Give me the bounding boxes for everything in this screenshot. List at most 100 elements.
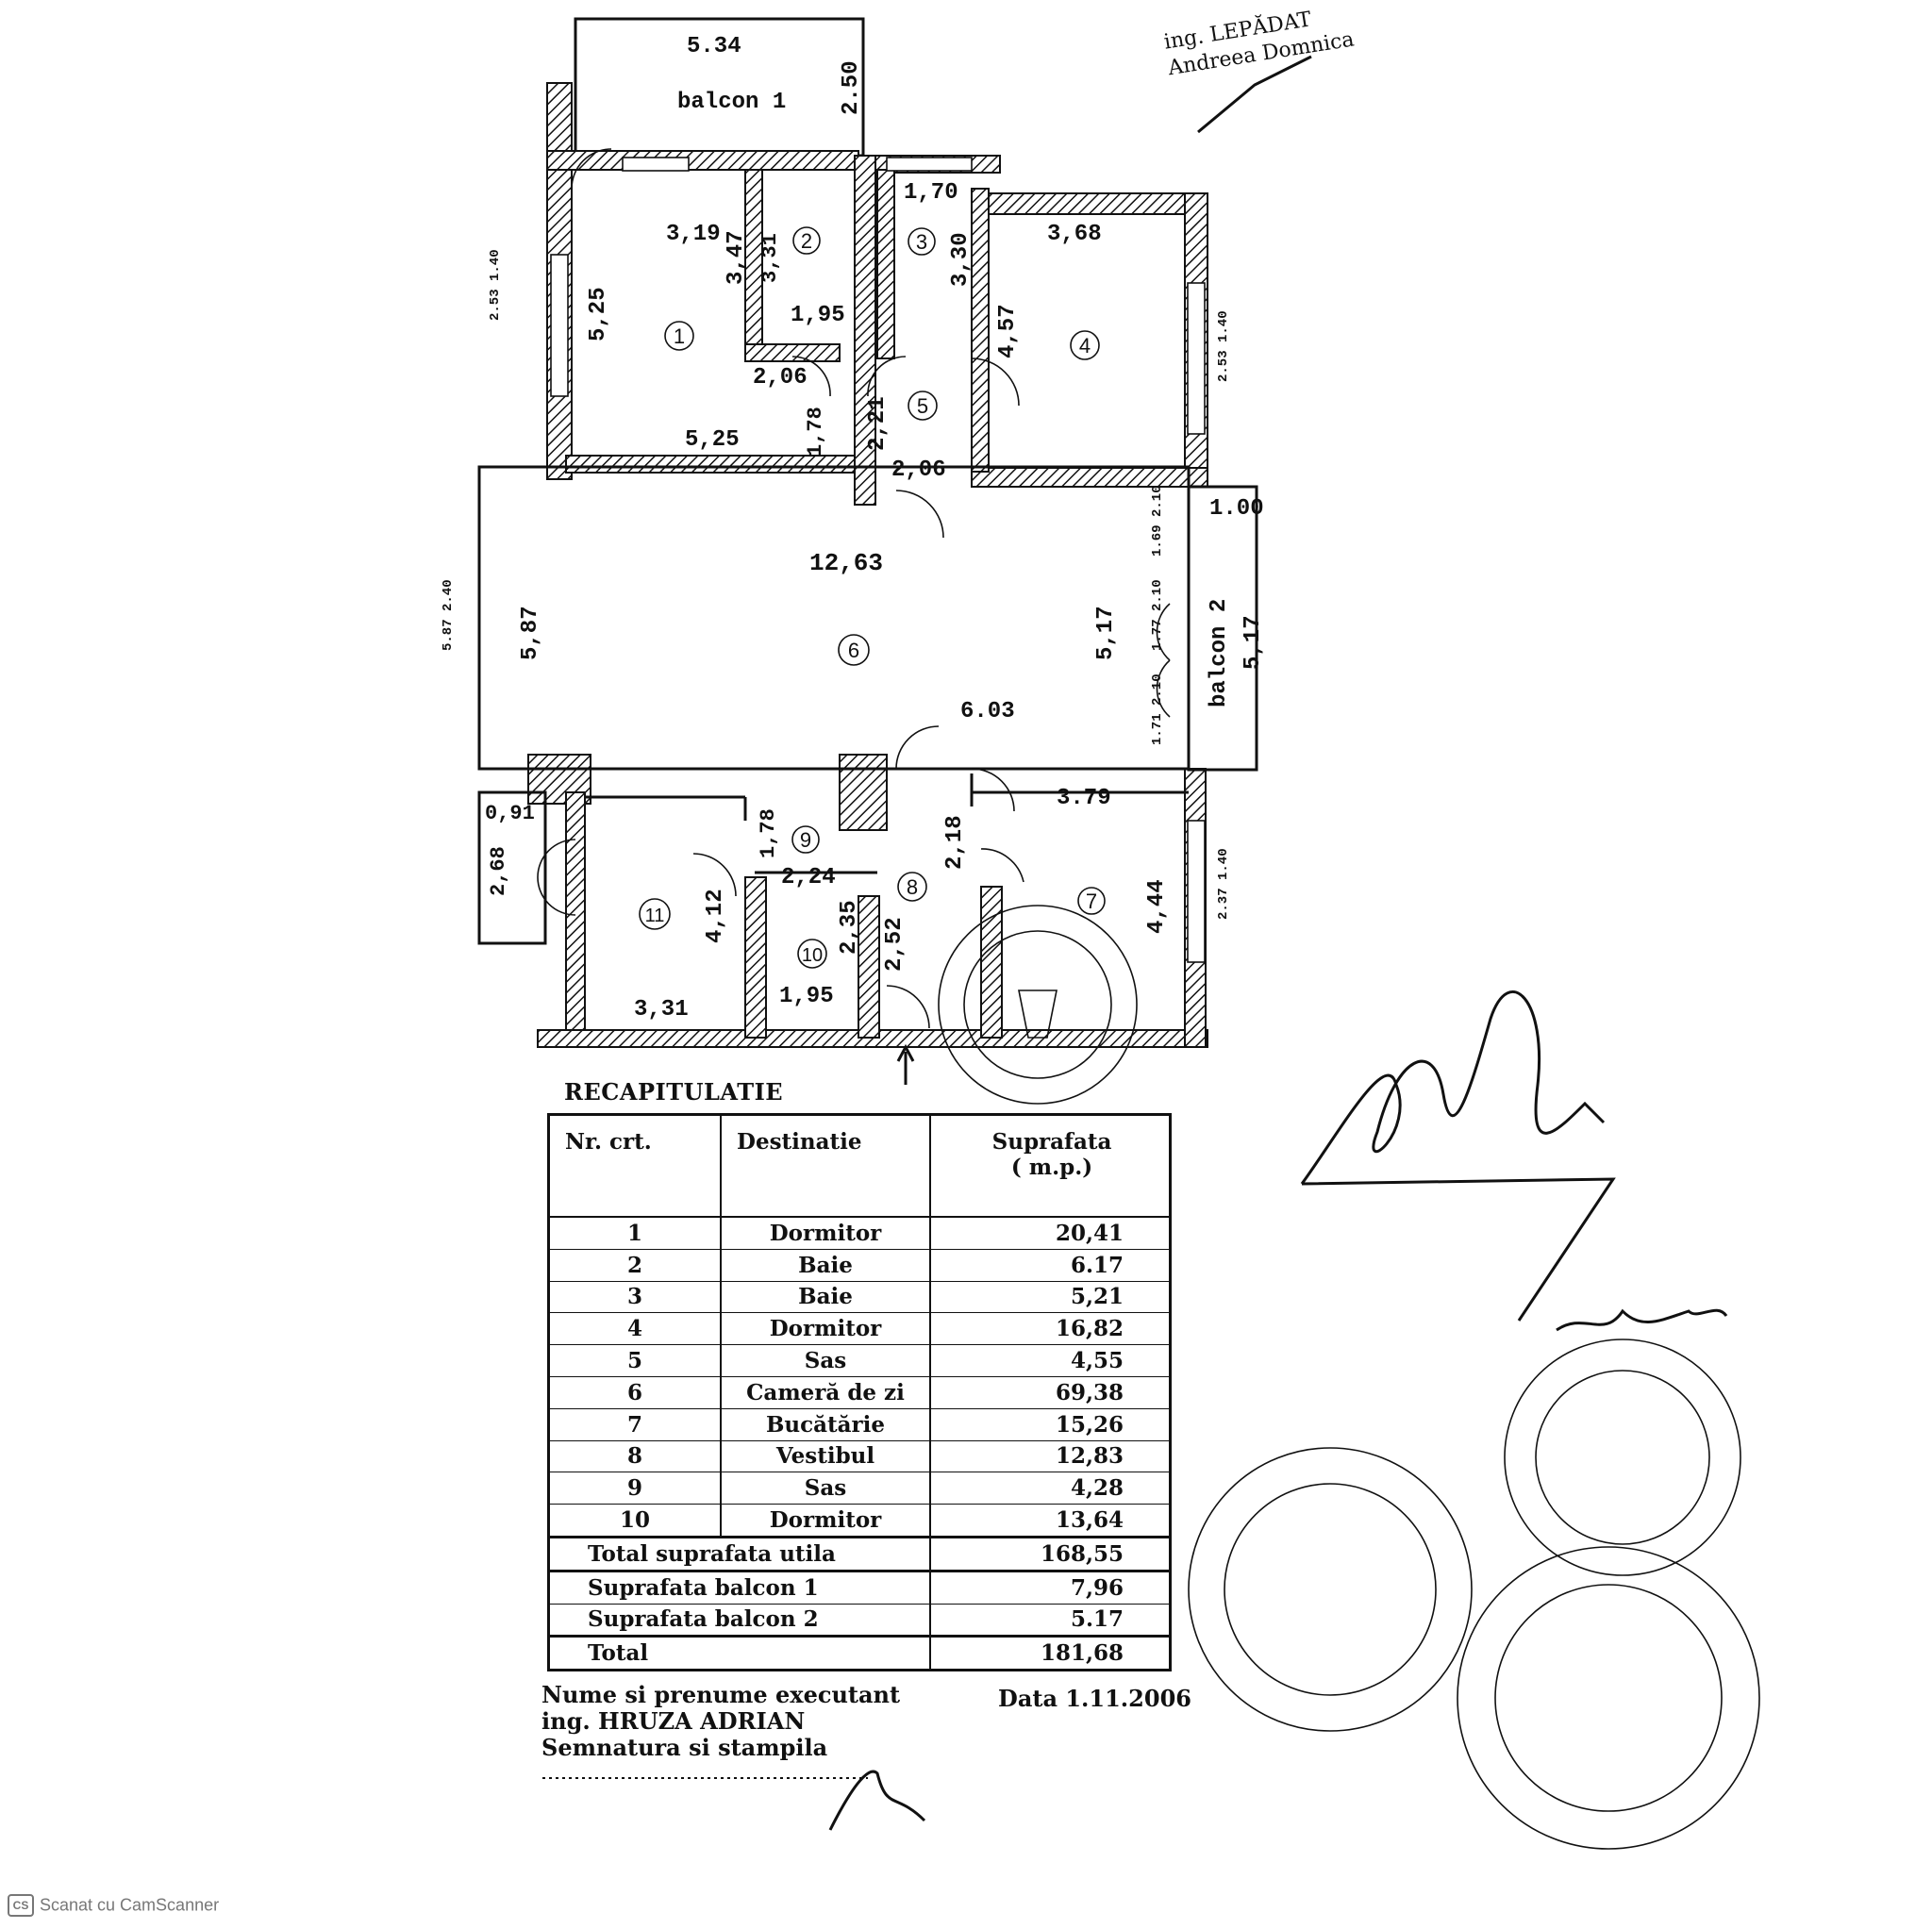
row-nr: 9 — [547, 1472, 722, 1505]
dim-room9-height: 1,78 — [757, 808, 780, 858]
dim-balcony2-length: 5,17 — [1241, 615, 1266, 670]
dim-room10-width: 1,95 — [779, 984, 834, 1009]
dim-balcony2-width: 1.00 — [1209, 496, 1264, 522]
company-stamp — [1504, 1339, 1741, 1576]
dim-room11-height: 4,12 — [703, 889, 728, 943]
authorization-stamp-2 — [1457, 1546, 1760, 1850]
row-area: 5,21 — [929, 1281, 1172, 1314]
row-area: 13,64 — [929, 1504, 1172, 1538]
camscanner-logo-icon: CS — [8, 1894, 34, 1917]
windows — [550, 157, 1206, 963]
dim-window-right-7: 2.37 1.40 — [1216, 848, 1231, 920]
dim-room1-width-bottom: 5,25 — [685, 427, 740, 453]
dim-room9-width: 2,24 — [781, 865, 836, 890]
room-number-6: 6 — [848, 639, 859, 662]
room-number-9: 9 — [800, 828, 811, 852]
cadastre-stamp — [938, 905, 1138, 1105]
total-label: Suprafata balcon 1 — [547, 1569, 931, 1605]
dim-room8-side: 2,52 — [882, 917, 908, 972]
executant-name: ing. HRUZA ADRIAN — [541, 1707, 806, 1735]
row-nr: 1 — [547, 1217, 722, 1250]
dim-left-entry-a: 0,91 — [485, 802, 535, 825]
dim-room1-inner: 3,47 — [724, 230, 749, 285]
total-area: 168,55 — [929, 1535, 1172, 1571]
dim-room11-width: 3,31 — [634, 997, 689, 1023]
row-area: 69,38 — [929, 1376, 1172, 1409]
entry-arrow-head — [896, 1043, 915, 1062]
total-label: Total suprafata utila — [547, 1535, 931, 1571]
dim-room6-height-left: 5,87 — [518, 606, 543, 660]
executant-label: Nume si prenume executant — [541, 1681, 901, 1708]
room-number-2: 2 — [801, 229, 812, 253]
total-area: 7,96 — [929, 1569, 1172, 1605]
dim-window-left-6: 5.87 2.40 — [441, 579, 456, 651]
row-dest: Sas — [720, 1344, 931, 1377]
row-area: 4,55 — [929, 1344, 1172, 1377]
row-area: 12,83 — [929, 1440, 1172, 1473]
recap-header-dest: Destinatie — [720, 1113, 931, 1218]
authorization-stamp-1 — [1188, 1447, 1473, 1732]
row-nr: 6 — [547, 1376, 722, 1409]
recap-header-nr: Nr. crt. — [547, 1113, 722, 1218]
row-area: 20,41 — [929, 1217, 1172, 1250]
room-number-11: 11 — [645, 906, 665, 926]
row-dest: Cameră de zi — [720, 1376, 931, 1409]
row-nr: 3 — [547, 1281, 722, 1314]
doors — [537, 148, 1171, 1029]
row-dest: Bucătărie — [720, 1408, 931, 1441]
room-number-1: 1 — [674, 324, 685, 348]
row-area: 6.17 — [929, 1249, 1172, 1282]
dim-balcony1-depth: 2.50 — [839, 60, 864, 115]
dim-room1-width-top: 3,19 — [666, 222, 721, 247]
row-dest: Baie — [720, 1281, 931, 1314]
dim-room3-height: 3,30 — [948, 232, 974, 287]
dim-room5-height: 2,21 — [865, 396, 891, 451]
total-label: Suprafata balcon 2 — [547, 1604, 931, 1638]
row-nr: 7 — [547, 1408, 722, 1441]
dim-window-right-4: 2.53 1.40 — [1216, 310, 1231, 382]
room-number-8: 8 — [907, 875, 918, 899]
recap-header-area-line2: ( m.p.) — [1010, 1155, 1093, 1180]
total-label: Total — [547, 1635, 931, 1671]
dim-room2-height: 3,31 — [758, 233, 782, 283]
recap-header-row: Nr. crt. Destinatie Suprafata ( m.p.) — [547, 1113, 1172, 1218]
dim-room8-height: 2,18 — [942, 815, 968, 870]
dim-balcony2-name: balcon 2 — [1207, 599, 1232, 707]
dim-door-6-c: 1.71 2.10 — [1150, 673, 1165, 745]
row-nr: 4 — [547, 1312, 722, 1346]
recap-header-area: Suprafata ( m.p.) — [929, 1113, 1172, 1218]
dim-room4-height: 4,57 — [995, 304, 1021, 358]
room-numbers: 1 2 3 4 5 6 7 8 9 10 11 — [639, 226, 1106, 969]
row-area: 4,28 — [929, 1472, 1172, 1505]
row-dest: Dormitor — [720, 1217, 931, 1250]
row-nr: 2 — [547, 1249, 722, 1282]
dim-room1-height: 5,25 — [586, 287, 611, 341]
signatures — [828, 55, 1728, 1831]
row-nr: 5 — [547, 1344, 722, 1377]
dim-balcony1-name: balcon 1 — [677, 90, 786, 115]
dim-left-entry-b: 2,68 — [487, 846, 510, 896]
document-date: Data 1.11.2006 — [998, 1685, 1191, 1712]
dim-room1-corridor: 2,06 — [753, 365, 808, 391]
row-area: 15,26 — [929, 1408, 1172, 1441]
dim-room7-height: 4,44 — [1144, 879, 1170, 934]
signature-label: Semnatura si stampila — [541, 1734, 828, 1761]
dim-room4-width: 3,68 — [1047, 222, 1102, 247]
room-number-3: 3 — [916, 230, 927, 254]
